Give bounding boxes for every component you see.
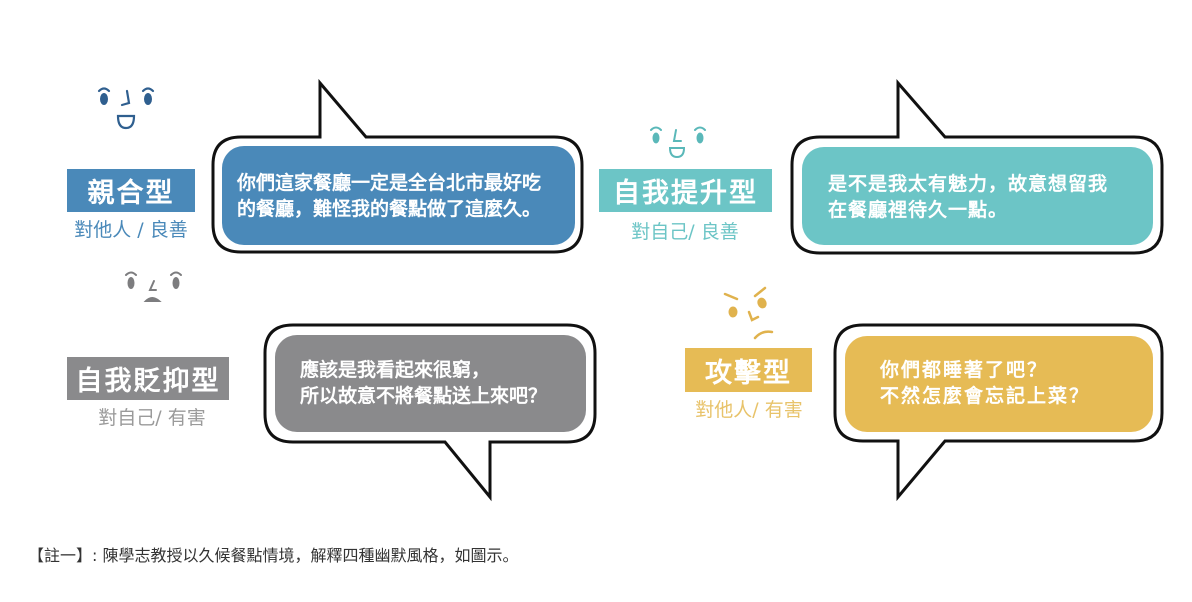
style-label-self-enhancing: 自我提升型	[599, 169, 772, 212]
speech-bubble-self-defeating	[263, 323, 597, 502]
quote-aggressive: 你們都睡著了吧？ 不然怎麼會忘記上菜？	[880, 357, 1090, 409]
style-subtitle-aggressive: 對他人/ 有害	[695, 399, 803, 421]
smiling-face-icon	[650, 126, 706, 159]
quote-line: 不然怎麼會忘記上菜？	[880, 385, 1091, 407]
style-label-self-defeating: 自我貶抑型	[67, 357, 229, 400]
quote-self-defeating: 應該是我看起來很窮， 所以故意不將餐點送上來吧？	[300, 357, 547, 409]
quote-line: 的餐廳，難怪我的餐點做了這麼久。	[237, 198, 542, 220]
footnote-caption: 【註一】: 陳學志教授以久候餐點情境，解釋四種幽默風格，如圖示。	[28, 546, 519, 565]
style-subtitle-self-defeating: 對自己/ 有害	[98, 407, 206, 429]
quote-line: 在餐廳裡待久一點。	[828, 199, 1009, 221]
smiling-face-icon	[97, 87, 155, 130]
quote-line: 所以故意不將餐點送上來吧？	[300, 385, 548, 407]
style-label-aggressive: 攻擊型	[685, 348, 812, 392]
speech-bubble-affiliative	[211, 78, 584, 254]
quote-line: 應該是我看起來很窮，	[300, 359, 491, 381]
style-subtitle-self-enhancing: 對自己/ 良善	[631, 221, 739, 243]
quote-line: 你們都睡著了吧？	[880, 359, 1049, 381]
speech-bubble-aggressive	[833, 323, 1164, 502]
quote-affiliative: 你們這家餐廳一定是全台北市最好吃 的餐廳，難怪我的餐點做了這麼久。	[237, 170, 541, 222]
style-label-affiliative: 親合型	[67, 169, 195, 212]
quote-line: 是不是我太有魅力，故意想留我	[828, 173, 1109, 195]
sad-face-icon	[125, 271, 182, 302]
angry-face-icon	[723, 286, 774, 340]
speech-bubble-self-enhancing	[790, 78, 1164, 255]
style-subtitle-affiliative: 對他人 / 良善	[74, 219, 188, 241]
quote-line: 你們這家餐廳一定是全台北市最好吃	[237, 172, 542, 194]
quote-self-enhancing: 是不是我太有魅力，故意想留我 在餐廳裡待久一點。	[828, 171, 1108, 223]
